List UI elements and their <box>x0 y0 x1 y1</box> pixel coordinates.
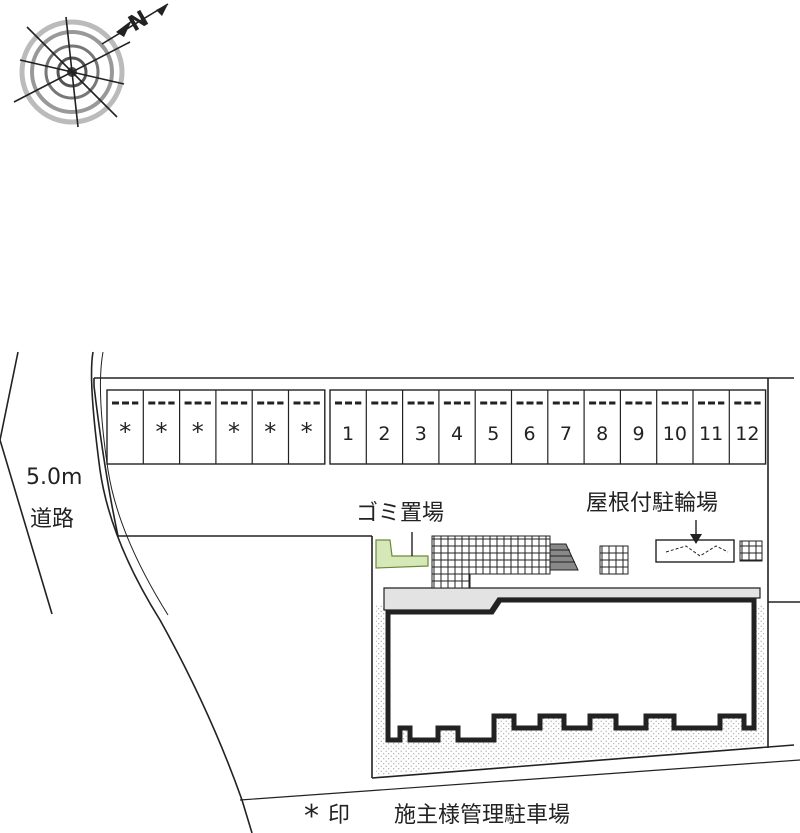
parking-space-number: 11 <box>699 423 723 445</box>
road-name-label: 道路 <box>30 507 74 532</box>
legend-text: 施主様管理駐車場 <box>394 803 570 828</box>
compass-north-label: N <box>125 6 153 37</box>
garbage-label: ゴミ置場 <box>356 501 444 526</box>
bicycle-label: 屋根付駐輪場 <box>586 491 718 516</box>
parking-space-number: 1 <box>342 423 354 445</box>
road <box>0 351 253 833</box>
compass-rose-icon: N <box>13 3 169 128</box>
parking-space-number: 5 <box>487 423 499 445</box>
parking-space-number: 4 <box>451 423 463 445</box>
road-width-label: 5.0m <box>26 465 82 490</box>
parking-space-number: 10 <box>663 423 687 445</box>
owner-reserved-space-label: * <box>119 418 131 446</box>
parking-space-number: 6 <box>524 423 536 445</box>
owner-reserved-space-label: * <box>156 418 168 446</box>
parking-space-number: 7 <box>560 423 572 445</box>
building-outline <box>385 597 757 743</box>
bicycle-parking <box>655 520 763 563</box>
paved-walkway <box>383 587 761 611</box>
parking-space-number: 3 <box>415 423 427 445</box>
owner-reserved-space-label: * <box>264 418 276 446</box>
garbage-area <box>375 539 429 569</box>
legend-mark: * <box>304 799 319 833</box>
site-boundary <box>93 377 800 801</box>
legend-mark-word: 印 <box>328 803 350 828</box>
parking-space-number: 12 <box>735 423 759 445</box>
parking-space-number: 9 <box>632 423 644 445</box>
owner-reserved-space-label: * <box>301 418 313 446</box>
parking-space-number: 8 <box>596 423 608 445</box>
owner-reserved-space-label: * <box>228 418 240 446</box>
parking-space-number: 2 <box>378 423 390 445</box>
entrance-tiles <box>431 535 629 589</box>
owner-reserved-space-label: * <box>192 418 204 446</box>
